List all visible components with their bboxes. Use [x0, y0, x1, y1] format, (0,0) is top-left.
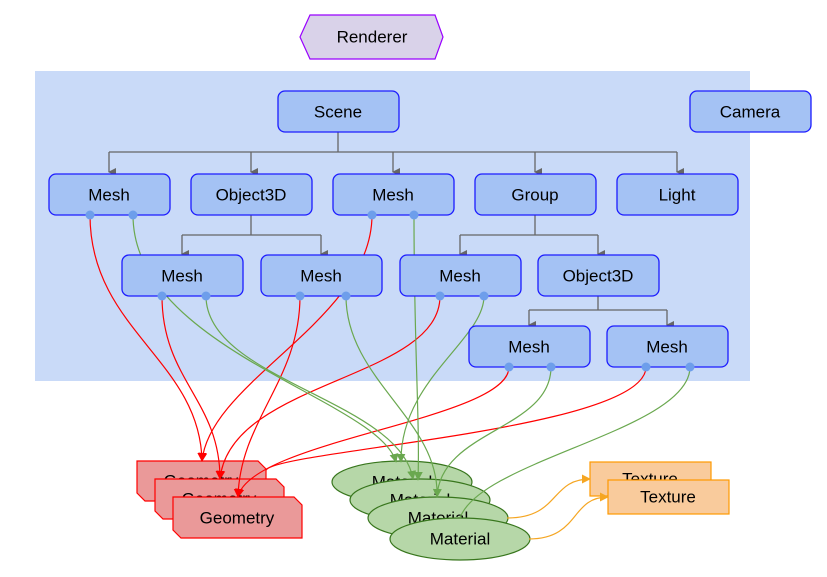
geometry-port-dot[interactable]	[435, 291, 445, 301]
scene-nodes: Scene Camera Mesh Object3D Mesh Group	[48, 90, 812, 372]
material-port-dot[interactable]	[341, 291, 351, 301]
geometry-label: Geometry	[200, 509, 275, 528]
scene-node[interactable]: Scene	[277, 90, 400, 133]
group-label: Group	[511, 186, 558, 205]
scene-label: Scene	[314, 103, 362, 122]
geometry-port-dot[interactable]	[157, 291, 167, 301]
geometry-links	[89, 214, 647, 498]
texture-links	[506, 474, 609, 540]
mesh-node[interactable]: Mesh	[121, 254, 244, 301]
material-link	[436, 366, 552, 498]
renderer-label: Renderer	[337, 28, 408, 47]
material-port-dot[interactable]	[546, 362, 556, 372]
geometry-port-dot[interactable]	[85, 210, 95, 220]
group-node[interactable]: Group	[474, 173, 597, 216]
geometry-link	[265, 366, 647, 471]
light-label: Light	[659, 186, 696, 205]
tree-line	[460, 215, 598, 236]
material-link	[345, 295, 442, 498]
mesh-node[interactable]: Mesh	[399, 254, 522, 301]
material-stack: Material Material Material Material	[331, 460, 531, 561]
renderer-node[interactable]: Renderer	[299, 14, 444, 60]
geometry-link	[198, 214, 373, 462]
mesh-label: Mesh	[646, 338, 688, 357]
geometry-link	[89, 214, 207, 462]
material-link	[396, 295, 485, 463]
material-port-dot[interactable]	[479, 291, 489, 301]
geometry-port-dot[interactable]	[641, 362, 651, 372]
geometry-link	[161, 295, 225, 480]
mesh-label: Mesh	[161, 267, 203, 286]
tree-line	[182, 215, 321, 236]
material-port-dot[interactable]	[685, 362, 695, 372]
material-link	[205, 295, 417, 480]
material-node[interactable]: Material	[389, 517, 531, 561]
object3d-node[interactable]: Object3D	[537, 254, 660, 297]
mesh-node[interactable]: Mesh	[48, 173, 171, 220]
material-label: Material	[430, 530, 490, 549]
texture-label: Texture	[640, 488, 696, 507]
light-node[interactable]: Light	[616, 173, 739, 216]
mesh-label: Mesh	[300, 267, 342, 286]
texture-stack: Texture Texture	[589, 461, 730, 515]
mesh-node[interactable]: Mesh	[260, 254, 383, 301]
texture-node[interactable]: Texture	[607, 479, 730, 515]
object3d-label: Object3D	[216, 186, 287, 205]
object3d-node[interactable]: Object3D	[190, 173, 313, 216]
mesh-label: Mesh	[439, 267, 481, 286]
tree-connectors	[108, 132, 684, 329]
material-port-dot[interactable]	[201, 291, 211, 301]
material-port-dot[interactable]	[409, 210, 419, 220]
material-link	[459, 366, 691, 519]
camera-node[interactable]: Camera	[689, 90, 812, 133]
geometry-node[interactable]: Geometry	[172, 496, 303, 539]
geometry-port-dot[interactable]	[504, 362, 514, 372]
tree-line	[529, 296, 667, 311]
mesh-node[interactable]: Mesh	[332, 173, 455, 220]
texture-link	[506, 474, 591, 519]
geometry-link	[233, 295, 301, 498]
mesh-label: Mesh	[508, 338, 550, 357]
material-port-dot[interactable]	[128, 210, 138, 220]
mesh-node[interactable]: Mesh	[606, 325, 729, 372]
mesh-label: Mesh	[372, 186, 414, 205]
mesh-label: Mesh	[88, 186, 130, 205]
texture-link	[528, 492, 609, 540]
object3d-label: Object3D	[563, 267, 634, 286]
mesh-node[interactable]: Mesh	[468, 325, 591, 372]
geometry-link	[216, 295, 441, 480]
camera-label: Camera	[720, 103, 781, 122]
geometry-port-dot[interactable]	[295, 291, 305, 301]
geometry-port-dot[interactable]	[367, 210, 377, 220]
